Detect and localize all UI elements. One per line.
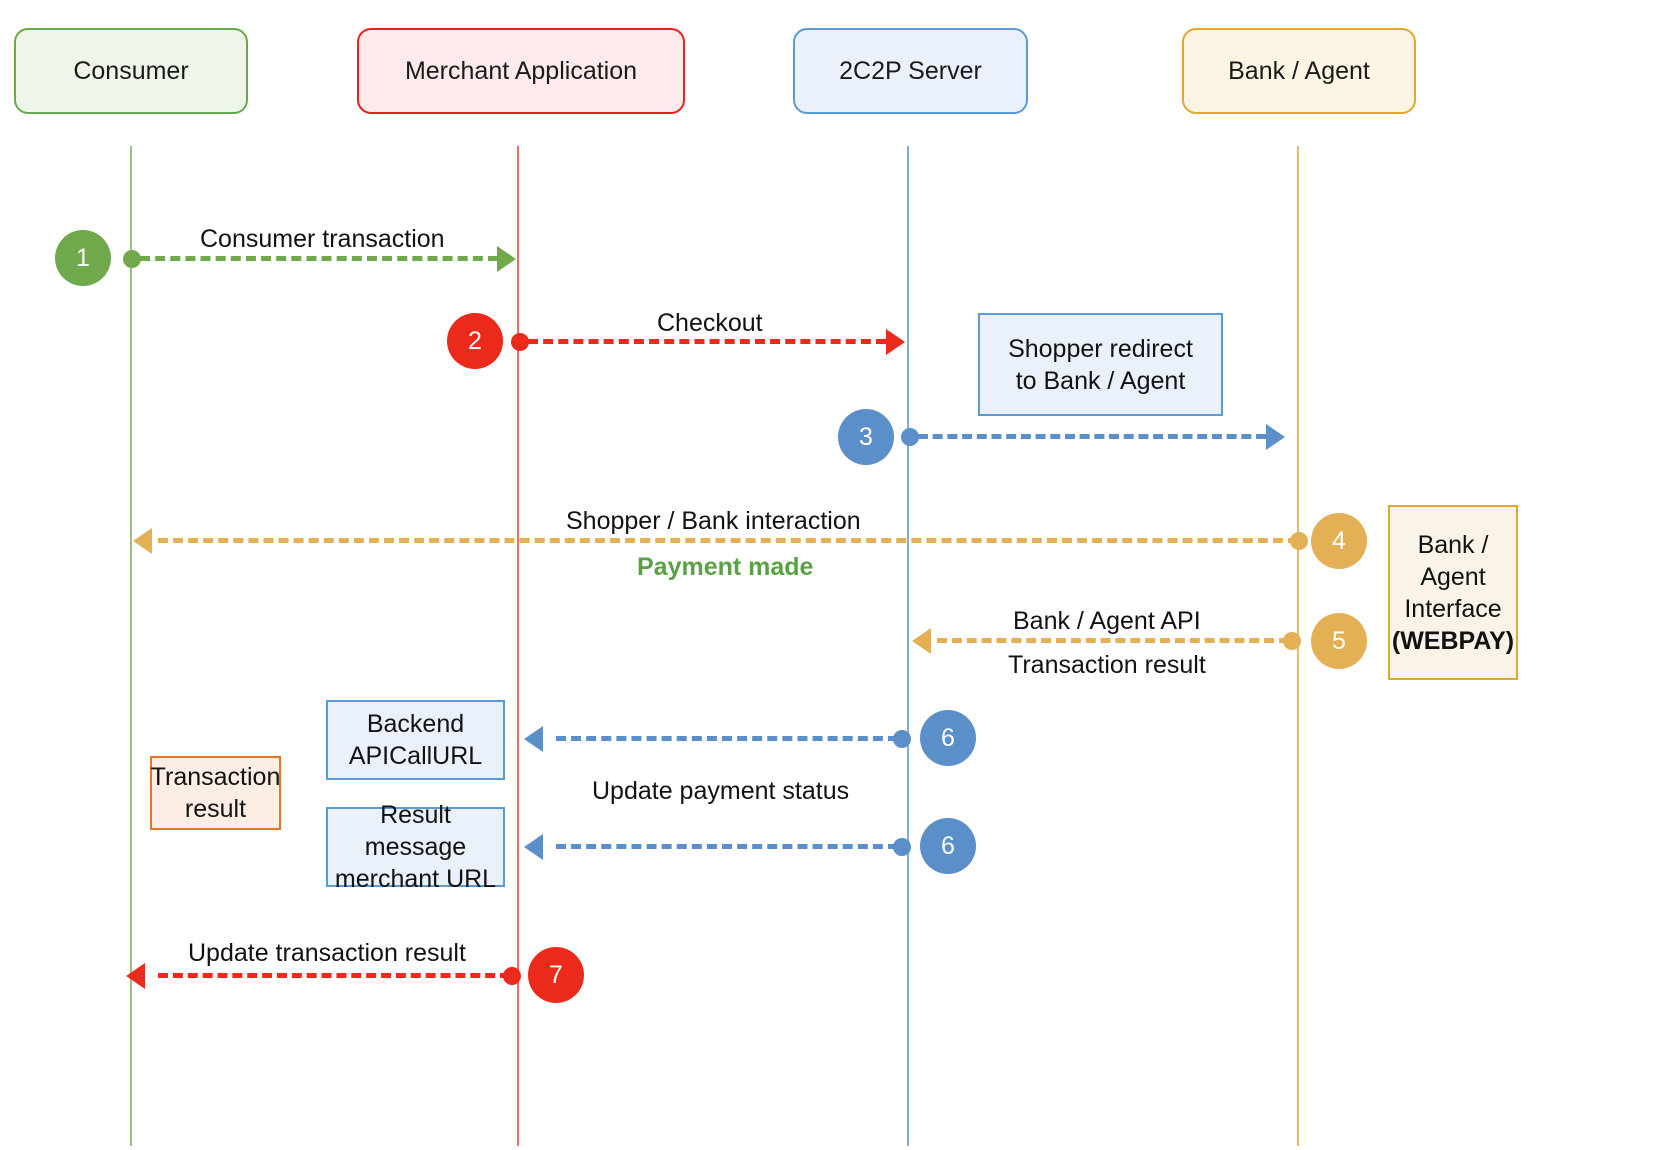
label-consumer-transaction: Consumer transaction <box>200 225 445 253</box>
note-bank-interface-line2: Agent <box>1420 562 1486 591</box>
step-6b-source-dot <box>893 838 911 856</box>
step-7-arrow-line <box>158 973 510 978</box>
actor-merchant-label: Merchant Application <box>404 57 638 85</box>
step-6b-arrow-line <box>556 844 898 849</box>
note-bank-interface-line1: Bank / <box>1417 530 1489 559</box>
step-6b-arrow-head <box>524 834 543 860</box>
step-6a-arrow-line <box>556 736 898 741</box>
step-4-arrow-line <box>158 538 1298 543</box>
step-4-source-dot <box>1290 532 1308 550</box>
step-6b-number: 6 <box>941 831 955 860</box>
step-circle-7[interactable]: 7 <box>528 947 584 1003</box>
actor-consumer[interactable]: Consumer <box>14 28 248 114</box>
step-2-arrow-head <box>886 329 905 355</box>
step-3-arrow-line <box>918 434 1266 439</box>
step-circle-1[interactable]: 1 <box>55 230 111 286</box>
note-bank-interface-line3: Interface <box>1404 594 1502 623</box>
step-circle-6-first[interactable]: 6 <box>920 710 976 766</box>
note-transaction-result-line1: Transaction <box>150 763 281 791</box>
step-4-number: 4 <box>1332 526 1346 555</box>
note-backend-line2: APICallURL <box>348 742 483 770</box>
step-circle-4[interactable]: 4 <box>1311 513 1367 569</box>
step-circle-5[interactable]: 5 <box>1311 613 1367 669</box>
step-1-source-dot <box>123 250 141 268</box>
lifeline-consumer <box>130 146 132 1146</box>
note-bank-interface-line4: (WEBPAY) <box>1391 626 1515 655</box>
note-backend-line1: Backend <box>366 710 465 738</box>
step-1-number: 1 <box>76 243 90 272</box>
label-bank-agent-api: Bank / Agent API <box>1013 607 1201 635</box>
note-shopper-redirect-line1: Shopper redirect <box>1008 334 1193 363</box>
step-circle-2[interactable]: 2 <box>447 313 503 369</box>
step-2-source-dot <box>511 333 529 351</box>
step-2-number: 2 <box>468 326 482 355</box>
actor-bank-label: Bank / Agent <box>1228 57 1370 85</box>
step-7-arrow-head <box>126 963 145 989</box>
actor-server-label: 2C2P Server <box>839 57 982 85</box>
step-3-source-dot <box>901 428 919 446</box>
step-1-arrow-head <box>497 246 516 272</box>
step-7-number: 7 <box>549 960 563 989</box>
note-bank-agent-interface: Bank / Agent Interface (WEBPAY) <box>1388 505 1518 680</box>
actor-merchant-application[interactable]: Merchant Application <box>357 28 685 114</box>
note-result-message-merchant-url: Result message merchant URL <box>326 801 505 893</box>
note-transaction-result-line2: result <box>184 795 247 823</box>
step-3-arrow-head <box>1266 424 1285 450</box>
step-5-arrow-head <box>912 628 931 654</box>
note-shopper-redirect-line2: to Bank / Agent <box>1015 366 1186 395</box>
step-6a-source-dot <box>893 730 911 748</box>
lifeline-server <box>907 146 909 1146</box>
step-3-number: 3 <box>859 422 873 451</box>
note-backend-apicallurl: Backend APICallURL <box>326 700 505 780</box>
actor-bank-agent[interactable]: Bank / Agent <box>1182 28 1416 114</box>
step-4-arrow-head <box>133 528 152 554</box>
actor-consumer-label: Consumer <box>73 57 189 85</box>
note-shopper-redirect: Shopper redirect to Bank / Agent <box>978 313 1223 416</box>
step-6a-arrow-head <box>524 726 543 752</box>
step-6a-number: 6 <box>941 723 955 752</box>
step-5-source-dot <box>1283 632 1301 650</box>
note-transaction-result: Transaction result <box>150 756 281 830</box>
step-5-arrow-line <box>937 638 1289 643</box>
step-2-arrow-line <box>528 339 886 344</box>
note-result-message-line1: Result message <box>364 801 467 861</box>
label-update-payment-status: Update payment status <box>592 777 850 805</box>
label-shopper-bank-interaction: Shopper / Bank interaction <box>566 507 861 535</box>
label-checkout: Checkout <box>657 309 763 337</box>
step-1-arrow-line <box>140 256 498 261</box>
label-transaction-result-line: Transaction result <box>1008 651 1206 679</box>
actor-2c2p-server[interactable]: 2C2P Server <box>793 28 1028 114</box>
step-circle-6-second[interactable]: 6 <box>920 818 976 874</box>
step-5-number: 5 <box>1332 626 1346 655</box>
label-payment-made: Payment made <box>637 553 814 581</box>
label-update-transaction-result: Update transaction result <box>188 939 466 967</box>
step-7-source-dot <box>503 967 521 985</box>
note-result-message-line2: merchant URL <box>334 865 497 893</box>
lifeline-merchant <box>517 146 519 1146</box>
step-circle-3[interactable]: 3 <box>838 409 894 465</box>
